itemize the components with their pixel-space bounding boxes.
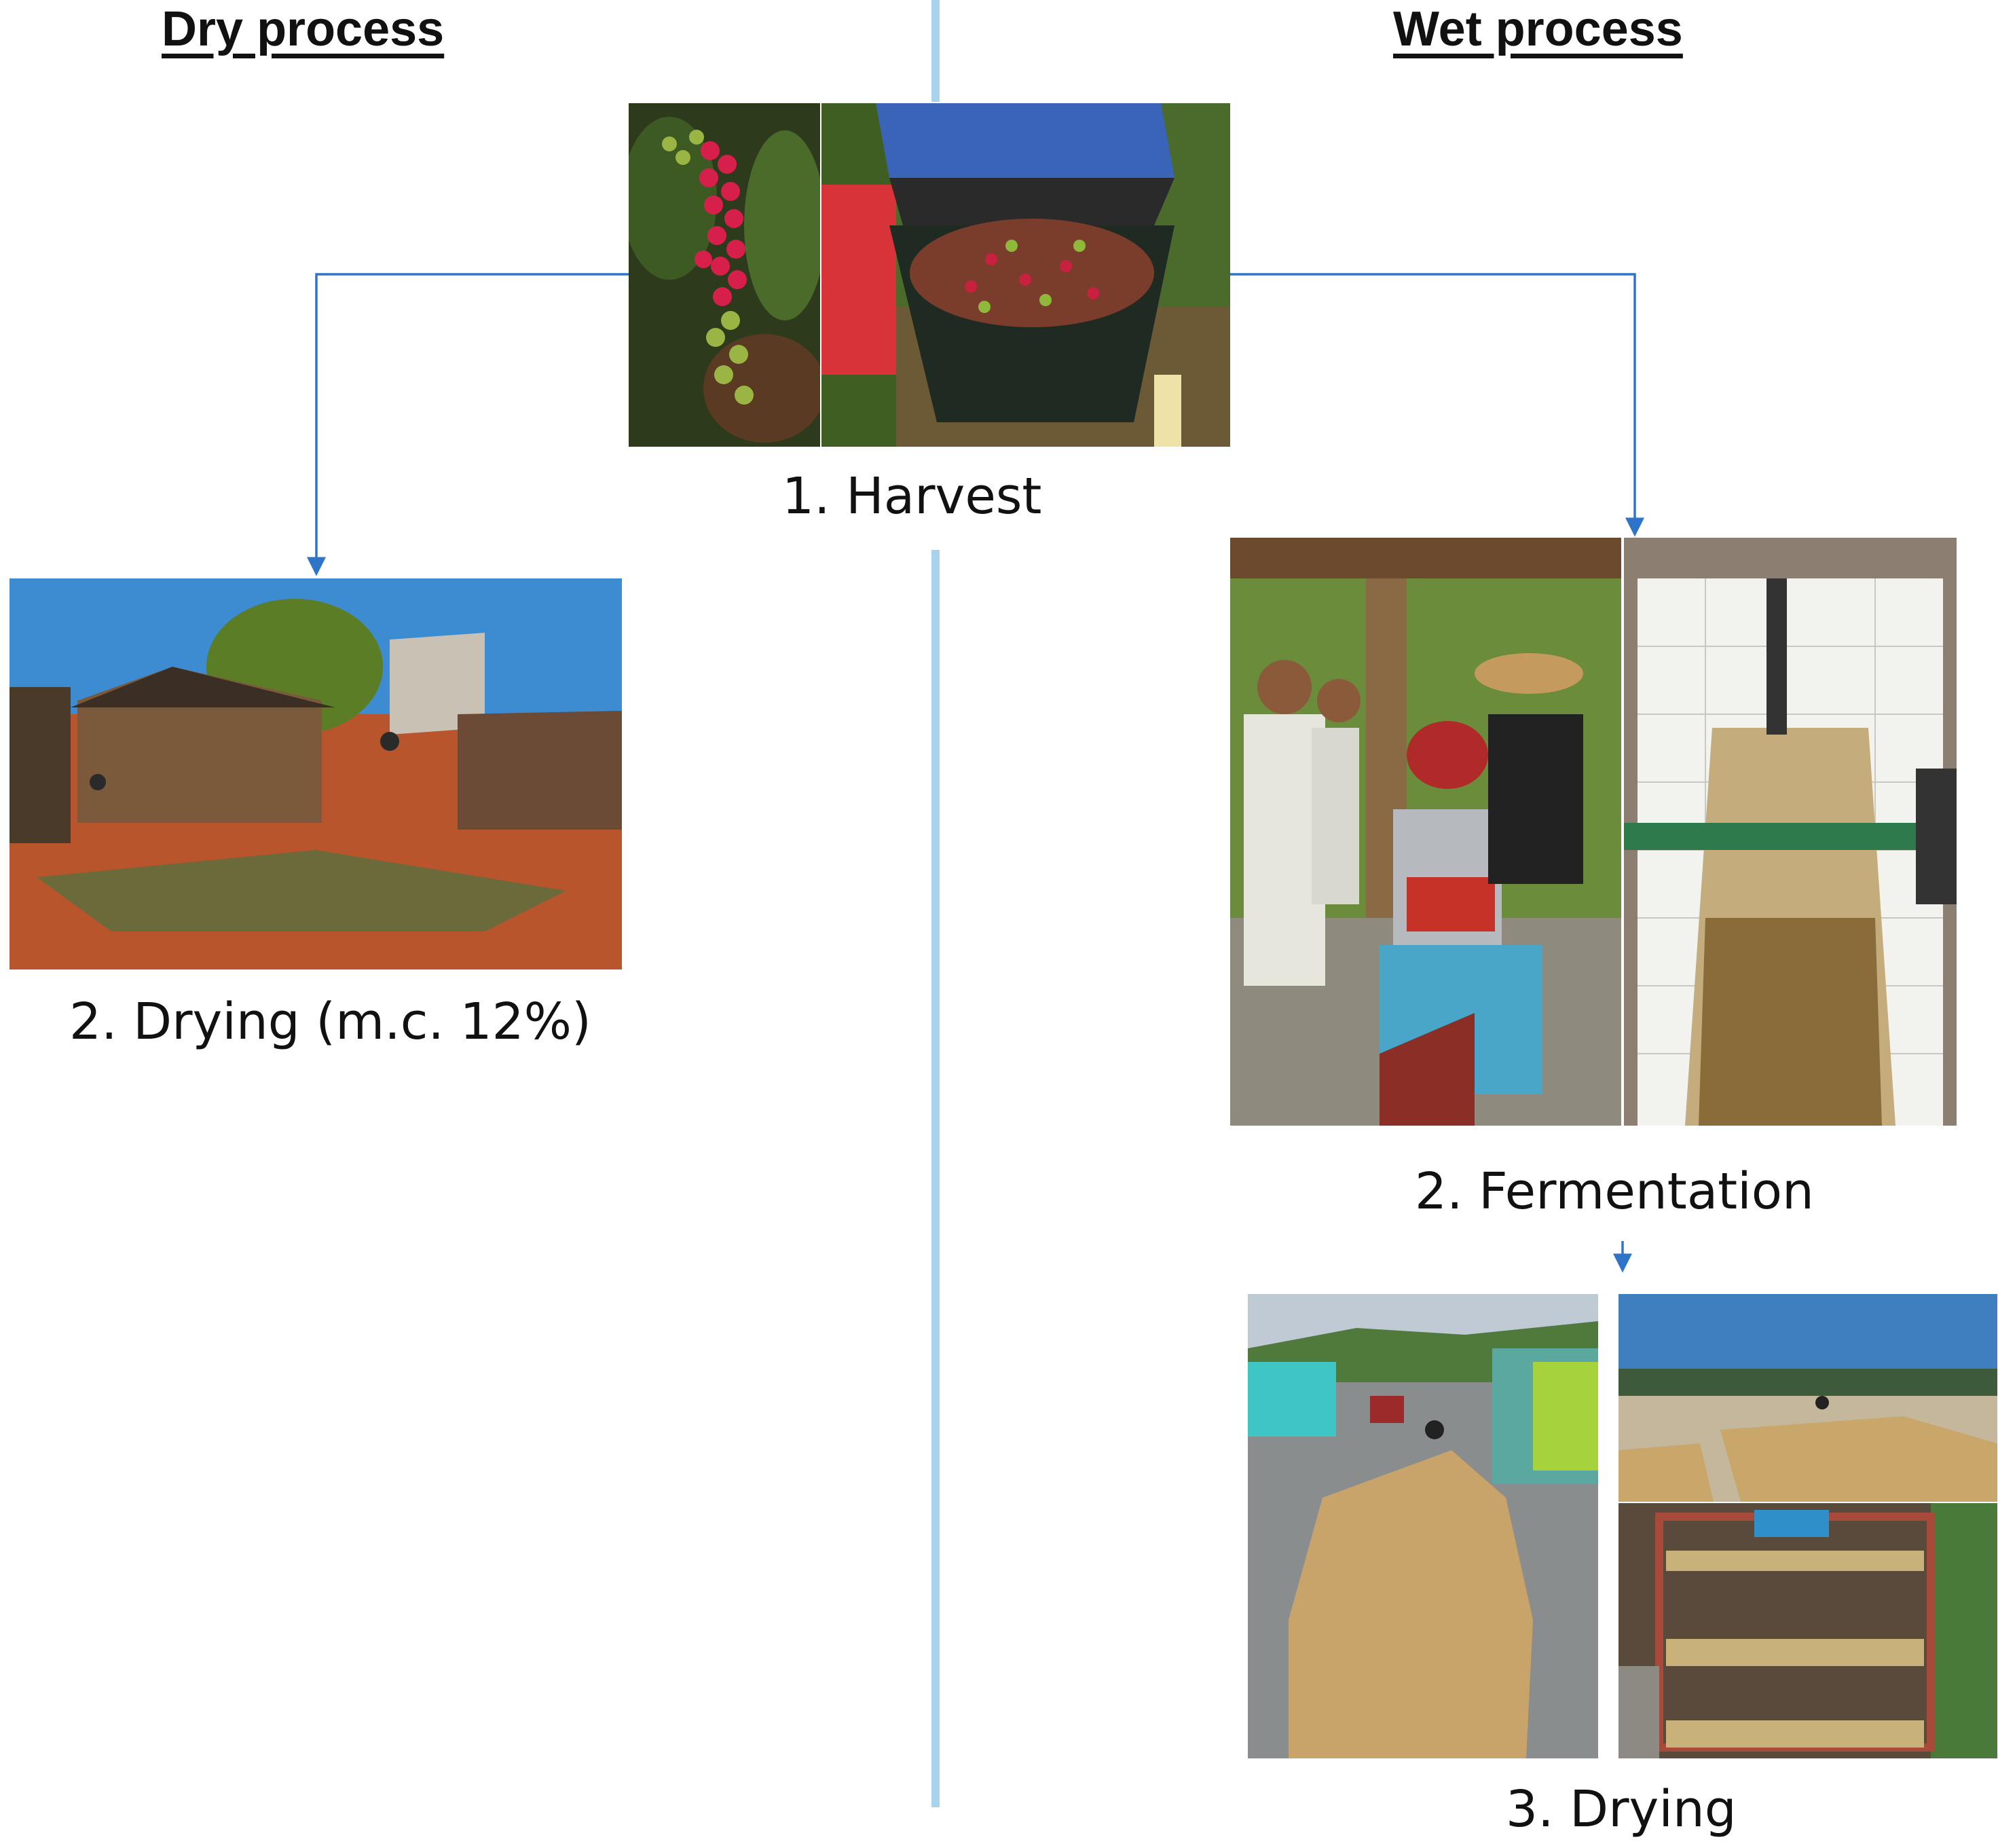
- harvest-to-dry-arrow: [307, 273, 629, 576]
- street-drying-photo: [1248, 1294, 1598, 1758]
- pulping-machine-photo: [1230, 538, 1621, 1126]
- rack-drying-photo: [1618, 1503, 1997, 1758]
- fermentation-tank-photo: [1624, 538, 1957, 1126]
- center-divider: [931, 550, 940, 1807]
- harvest-label: 1. Harvest: [782, 467, 1042, 525]
- coffee-cherries-photo: [629, 103, 820, 447]
- wet-drying-label: 3. Drying: [1506, 1780, 1737, 1838]
- wet-process-heading: Wet process: [1393, 2, 1683, 56]
- dry-process-drying-photo: [10, 578, 622, 969]
- harvest-to-fermentation-arrow: [1230, 273, 1644, 537]
- patio-drying-photo: [1618, 1294, 1997, 1502]
- fermentation-label: 2. Fermentation: [1415, 1162, 1814, 1221]
- dry-drying-label: 2. Drying (m.c. 12%): [69, 993, 591, 1051]
- harvest-basket-photo: [821, 103, 1230, 447]
- center-divider: [931, 0, 940, 102]
- dry-process-heading: Dry process: [162, 2, 445, 56]
